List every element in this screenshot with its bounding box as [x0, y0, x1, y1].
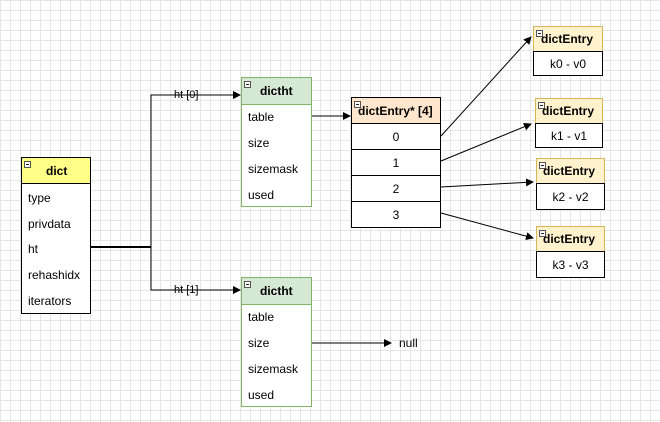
dictht1-field-table: table: [248, 310, 275, 324]
entry-array-slots: 0 1 2 3: [352, 124, 440, 227]
dictht1-header: dictht: [242, 278, 311, 305]
entry-3[interactable]: dictEntry k3 - v3: [536, 226, 605, 278]
ht0-label: ht [0]: [174, 89, 199, 101]
collapse-icon[interactable]: [354, 101, 361, 108]
entry-2[interactable]: dictEntry k2 - v2: [536, 158, 605, 210]
entry-1-header: dictEntry: [536, 99, 602, 123]
edge-slot-2: [440, 178, 534, 188]
entry-2-header: dictEntry: [537, 159, 604, 183]
edge-ht1: [150, 247, 241, 294]
dictht1-struct[interactable]: dictht table size sizemask used: [241, 277, 312, 407]
dict-field-privdata: privdata: [28, 217, 71, 231]
entry-3-header: dictEntry: [537, 227, 604, 251]
edge-slot-1: [440, 122, 532, 162]
dictht1-field-used: used: [248, 388, 275, 402]
collapse-icon[interactable]: [539, 162, 546, 169]
collapse-icon[interactable]: [536, 30, 543, 37]
collapse-icon[interactable]: [24, 161, 31, 168]
dictht1-title: dictht: [260, 284, 293, 298]
dict-struct[interactable]: dict type privdata ht rehashidx iterator…: [21, 157, 91, 314]
dictht0-struct[interactable]: dictht table size sizemask used: [241, 77, 312, 207]
edge-slot-3: [440, 212, 534, 241]
entry-array-title: dictEntry* [4]: [358, 103, 433, 118]
slot-1[interactable]: 1: [352, 150, 440, 176]
entry-2-title: dictEntry: [543, 164, 596, 178]
dictht0-field-used: used: [248, 188, 275, 202]
entry-0-value: k0 - v0: [533, 51, 603, 76]
dict-field-rehashidx: rehashidx: [28, 268, 81, 282]
entry-array[interactable]: dictEntry* [4] 0 1 2 3: [351, 97, 441, 228]
entry-3-value: k3 - v3: [536, 251, 605, 278]
dictht1-field-size: size: [248, 336, 270, 350]
dict-header: dict: [22, 158, 90, 184]
dictht0-field-table: table: [248, 110, 275, 124]
dictht0-field-size: size: [248, 136, 270, 150]
entry-2-value: k2 - v2: [536, 183, 605, 210]
dictht1-field-sizemask: sizemask: [248, 362, 299, 376]
dictht0-title: dictht: [260, 84, 293, 98]
dict-title: dict: [46, 163, 68, 178]
slot-3[interactable]: 3: [392, 208, 400, 222]
entry-0-header: dictEntry: [534, 27, 602, 51]
collapse-icon[interactable]: [244, 81, 251, 88]
slot-2[interactable]: 2: [352, 176, 440, 202]
entry-array-header: dictEntry* [4]: [352, 98, 440, 124]
collapse-icon[interactable]: [538, 102, 545, 109]
entry-1-value: k1 - v1: [535, 123, 603, 148]
entry-0[interactable]: dictEntry k0 - v0: [533, 26, 603, 76]
slot-0[interactable]: 0: [352, 124, 440, 150]
edge-slot-0: [440, 36, 532, 137]
null-label: null: [399, 336, 418, 350]
entry-1-title: dictEntry: [542, 104, 595, 118]
entry-3-title: dictEntry: [543, 232, 596, 246]
dict-field-type: type: [28, 191, 51, 205]
entry-0-title: dictEntry: [541, 32, 594, 46]
dict-field-iterators: iterators: [28, 294, 72, 308]
edge-ht0: [150, 91, 241, 247]
dict-field-ht: ht: [28, 242, 39, 256]
collapse-icon[interactable]: [539, 230, 546, 237]
dictht0-header: dictht: [242, 78, 311, 105]
dictht0-field-sizemask: sizemask: [248, 162, 299, 176]
entry-1[interactable]: dictEntry k1 - v1: [535, 98, 603, 148]
collapse-icon[interactable]: [244, 281, 251, 288]
ht1-label: ht [1]: [174, 284, 199, 296]
